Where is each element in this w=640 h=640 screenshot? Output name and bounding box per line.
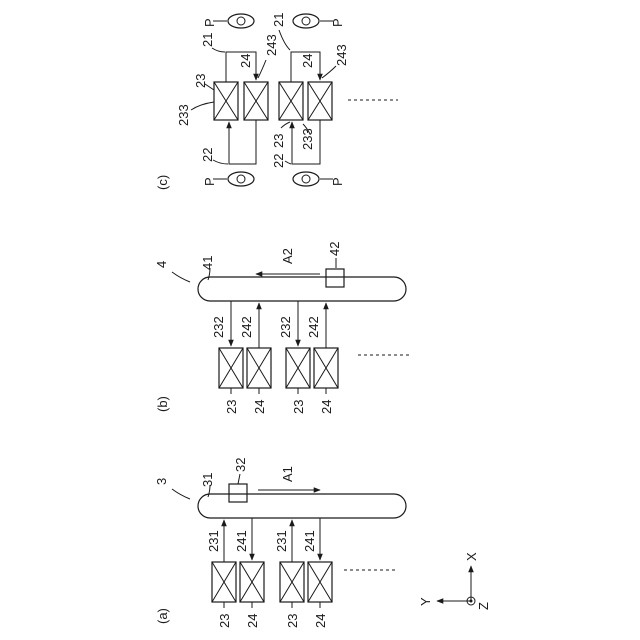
rail-label: 31	[200, 473, 215, 487]
carrier-label: 42	[327, 242, 342, 256]
eye-icon	[293, 172, 319, 186]
port-label: 233	[176, 104, 191, 126]
flow-label: 21	[271, 13, 286, 27]
unit-label: 24	[238, 54, 253, 68]
unit-box	[280, 562, 304, 602]
carrier-label: 32	[233, 458, 248, 472]
flow-label: 21	[200, 33, 215, 47]
unit-box	[286, 348, 310, 388]
flow-label: 22	[200, 148, 215, 162]
unit-label: 23	[224, 400, 239, 414]
port-label: 241	[234, 530, 249, 552]
port-label: 241	[302, 530, 317, 552]
panel-c-label: (c)	[155, 175, 170, 190]
leader-line	[322, 66, 336, 78]
person-label: P	[330, 18, 345, 27]
port-label: 243	[264, 34, 279, 56]
unit-label: 23	[291, 400, 306, 414]
z-axis-dot	[470, 600, 473, 603]
panel-c: (c) P P P P 21 21 24 24 243	[155, 13, 398, 190]
unit-box	[279, 82, 303, 120]
unit-box	[240, 562, 264, 602]
arrow-label: A2	[280, 248, 295, 264]
person-label: P	[202, 18, 217, 27]
panel-a-label: (a)	[155, 608, 170, 624]
eye-icon	[293, 14, 319, 28]
panel-b-label: (b)	[155, 396, 170, 412]
unit-label: 24	[245, 614, 260, 628]
z-axis-label: Z	[476, 602, 491, 610]
leader-line	[212, 48, 225, 52]
unit-box	[247, 348, 271, 388]
rail-label: 41	[200, 256, 215, 270]
unit-label: 23	[193, 74, 208, 88]
unit-box	[308, 82, 332, 120]
leader-line	[238, 474, 240, 484]
unit-box	[244, 82, 268, 120]
unit-box	[308, 562, 332, 602]
leader-line	[279, 30, 290, 50]
eye-icon	[228, 14, 254, 28]
leader-line	[281, 122, 290, 128]
unit-label: 23	[285, 614, 300, 628]
unit-label: 23	[271, 134, 286, 148]
unit-label: 24	[300, 54, 315, 68]
port-label: 232	[211, 316, 226, 338]
carrier-block	[229, 484, 247, 502]
carrier-block	[326, 269, 344, 287]
flow-label: 22	[271, 154, 286, 168]
port-label: 231	[274, 530, 289, 552]
leader-line	[172, 272, 190, 282]
unit-label: 24	[319, 400, 334, 414]
leader-line	[172, 489, 190, 499]
unit-label: 23	[217, 614, 232, 628]
system-label: 4	[154, 261, 169, 268]
leader-line	[231, 388, 326, 394]
unit-box	[219, 348, 243, 388]
transport-rail	[198, 277, 406, 301]
unit-label: 24	[313, 614, 328, 628]
x-axis-label: X	[464, 552, 479, 561]
panel-a: (a) 3 31 32 A1 231 241 231 241 23 24 23 …	[154, 458, 406, 628]
eye-icon	[228, 172, 254, 186]
port-label: 242	[306, 316, 321, 338]
y-axis-label: Y	[418, 597, 433, 606]
port-label: 242	[239, 316, 254, 338]
port-label: 231	[206, 530, 221, 552]
system-label: 3	[154, 478, 169, 485]
panel-b: (b) 4 41 A2 42 232 242 232 242 23 24 23 …	[154, 242, 410, 414]
coordinate-axes: X Y Z	[418, 552, 491, 610]
leader-line	[191, 102, 214, 110]
unit-box	[212, 562, 236, 602]
unit-box	[214, 82, 238, 120]
port-label: 232	[278, 316, 293, 338]
unit-box	[314, 348, 338, 388]
port-label: 243	[334, 44, 349, 66]
leader-line	[258, 60, 266, 78]
leader-line	[213, 160, 228, 164]
flow-line	[229, 120, 256, 164]
leader-line	[224, 602, 320, 608]
port-label: 233	[300, 128, 315, 150]
arrow-label: A1	[280, 466, 295, 482]
unit-label: 24	[252, 400, 267, 414]
